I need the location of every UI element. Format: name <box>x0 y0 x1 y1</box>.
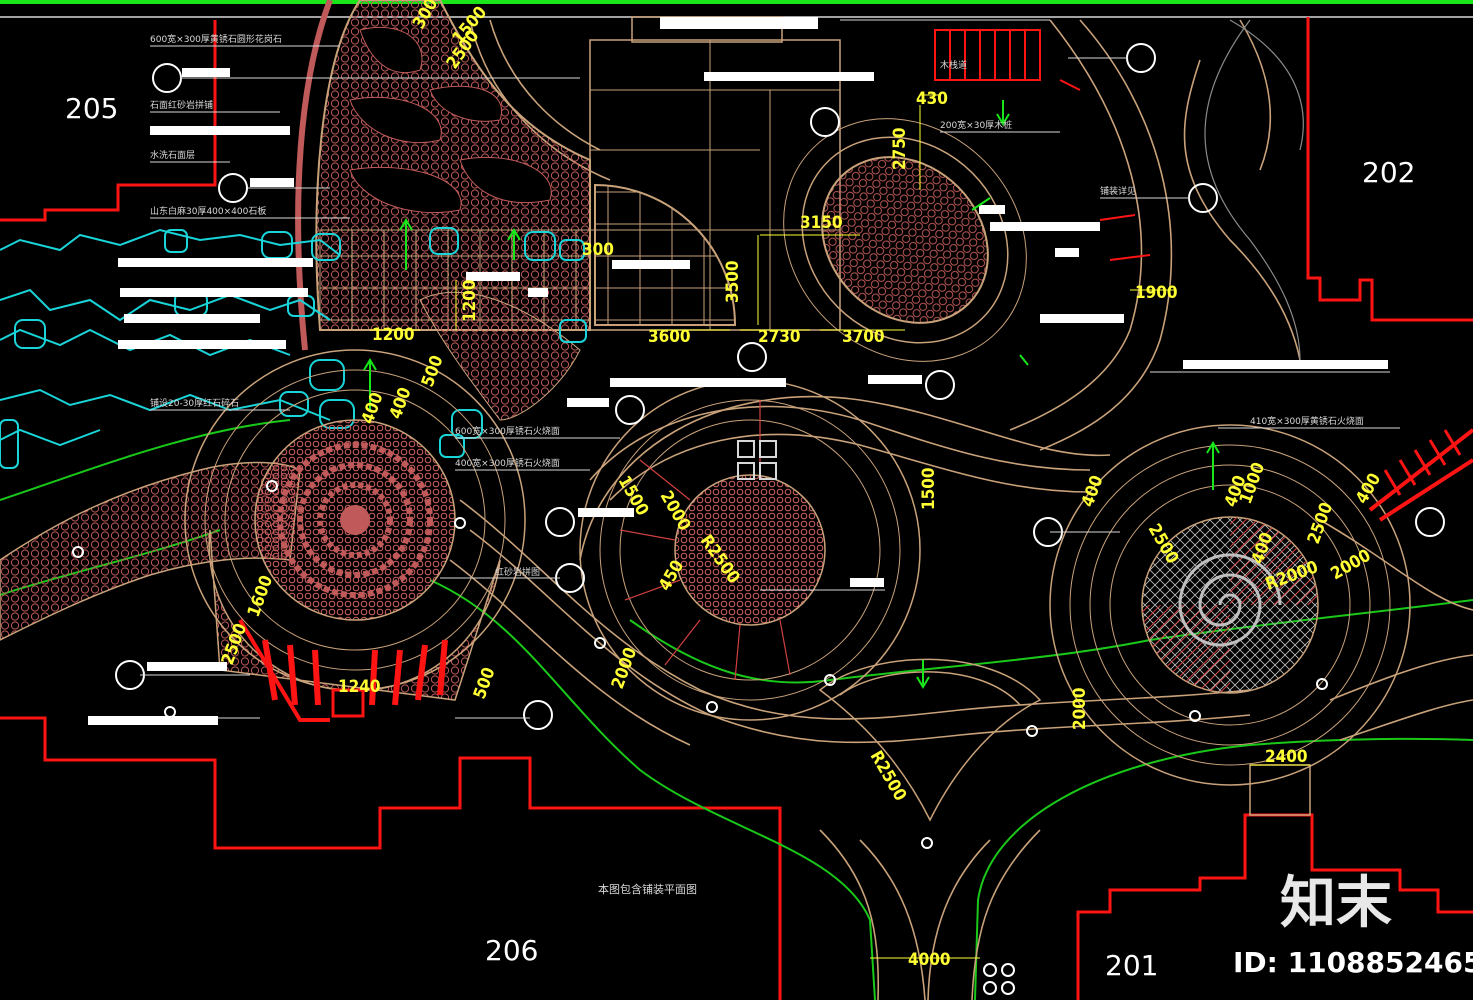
dimension-label: 430 <box>916 89 948 109</box>
dimension-label: 500 <box>470 665 500 702</box>
annotation-note: 水洗石面层 <box>150 149 195 161</box>
green-boundary-lines <box>0 419 1473 1000</box>
dimension-label: 3150 <box>800 213 843 233</box>
leader-lines <box>90 19 1400 719</box>
lot-label-201: 201 <box>1105 949 1158 982</box>
annotation-note: 410宽×300厚黄锈石火烧面 <box>1250 415 1364 427</box>
dimension-label: 500 <box>418 353 448 390</box>
dimension-label: 400 <box>358 390 388 427</box>
boundary-202 <box>1306 17 1473 322</box>
plot-boundaries <box>0 17 1473 1000</box>
dimension-label: 2400 <box>1265 747 1308 767</box>
boundary-205 <box>0 20 217 222</box>
annotation-note: 山东白麻30厚400×400石板 <box>150 205 266 217</box>
lot-202-curves <box>1204 19 1304 361</box>
circle-plaza-right <box>1049 424 1473 786</box>
dimension-label: 4000 <box>908 950 951 970</box>
circle-plaza-center <box>579 379 921 721</box>
dimension-label: 1500 <box>919 467 939 510</box>
steps-top-right <box>934 29 1151 261</box>
label-bars <box>88 17 1388 725</box>
left-paving-bed <box>295 0 591 421</box>
dimension-label: 1000 <box>1236 460 1269 507</box>
dimension-label: 1200 <box>460 279 480 322</box>
dimension-label: 2750 <box>890 127 910 170</box>
watermark-id: ID: 1108852465 <box>1233 946 1473 979</box>
boundary-201 <box>1076 813 1473 1000</box>
quarter-fan-grid <box>594 183 737 326</box>
green-arrows <box>363 100 1220 689</box>
lot-label-202: 202 <box>1362 156 1415 189</box>
lot-labels: 205 202 206 201 <box>65 92 1415 982</box>
dimension-label: 2000 <box>1070 687 1090 730</box>
lot-label-205: 205 <box>65 92 118 125</box>
dimension-label: 1240 <box>338 677 381 697</box>
annotation-note: 200宽×30厚木桩 <box>940 119 1012 131</box>
annotation-note: 600宽×300厚锈石火烧面 <box>455 425 560 437</box>
dimension-label: 2730 <box>758 327 801 347</box>
bottom-note: 本图包含铺装平面图 <box>598 882 697 896</box>
annotation-note: 400宽×300厚锈石火烧面 <box>455 457 560 469</box>
dimension-label: 300 <box>582 240 614 260</box>
annotation-note: 木栈道 <box>940 59 967 71</box>
dimension-label: 1900 <box>1135 283 1178 303</box>
lot-label-206: 206 <box>485 934 538 967</box>
annotation-note: 600宽×300厚黄锈石圆形花岗石 <box>150 33 282 45</box>
dimension-label: 1200 <box>372 325 415 345</box>
annotation-note: 红砂岩拼图 <box>495 566 540 578</box>
annotation-note: 铺设20-30厚红石碎石 <box>150 397 239 409</box>
dimension-label: 2500 <box>1304 500 1337 547</box>
drawing-top-border <box>0 0 1473 18</box>
circle-plaza-left <box>184 349 526 722</box>
dimension-label: 1600 <box>244 573 277 620</box>
annotation-note: 铺装详见 <box>1100 185 1136 197</box>
watermark: 知末 ID: 1108852465 <box>1233 871 1473 979</box>
dimension-label: 400 <box>386 385 416 422</box>
boundary-206 <box>0 716 782 1000</box>
dimension-label: 2000 <box>608 645 641 692</box>
annotation-notes: 600宽×300厚黄锈石圆形花岗石石面红砂岩拼铺水洗石面层山东白麻30厚400×… <box>150 33 1364 578</box>
light-nodes <box>72 480 1328 995</box>
annotation-note: 石面红砂岩拼铺 <box>150 99 213 111</box>
watermark-logo: 知末 <box>1280 871 1392 936</box>
dimension-lines <box>370 94 1310 959</box>
ellipse-planting-bed <box>783 118 1027 362</box>
dimension-label: 3500 <box>723 260 743 303</box>
dimension-label: 3700 <box>842 327 885 347</box>
dimension-label: 3600 <box>648 327 691 347</box>
dimension-label: 400 <box>1078 473 1108 510</box>
